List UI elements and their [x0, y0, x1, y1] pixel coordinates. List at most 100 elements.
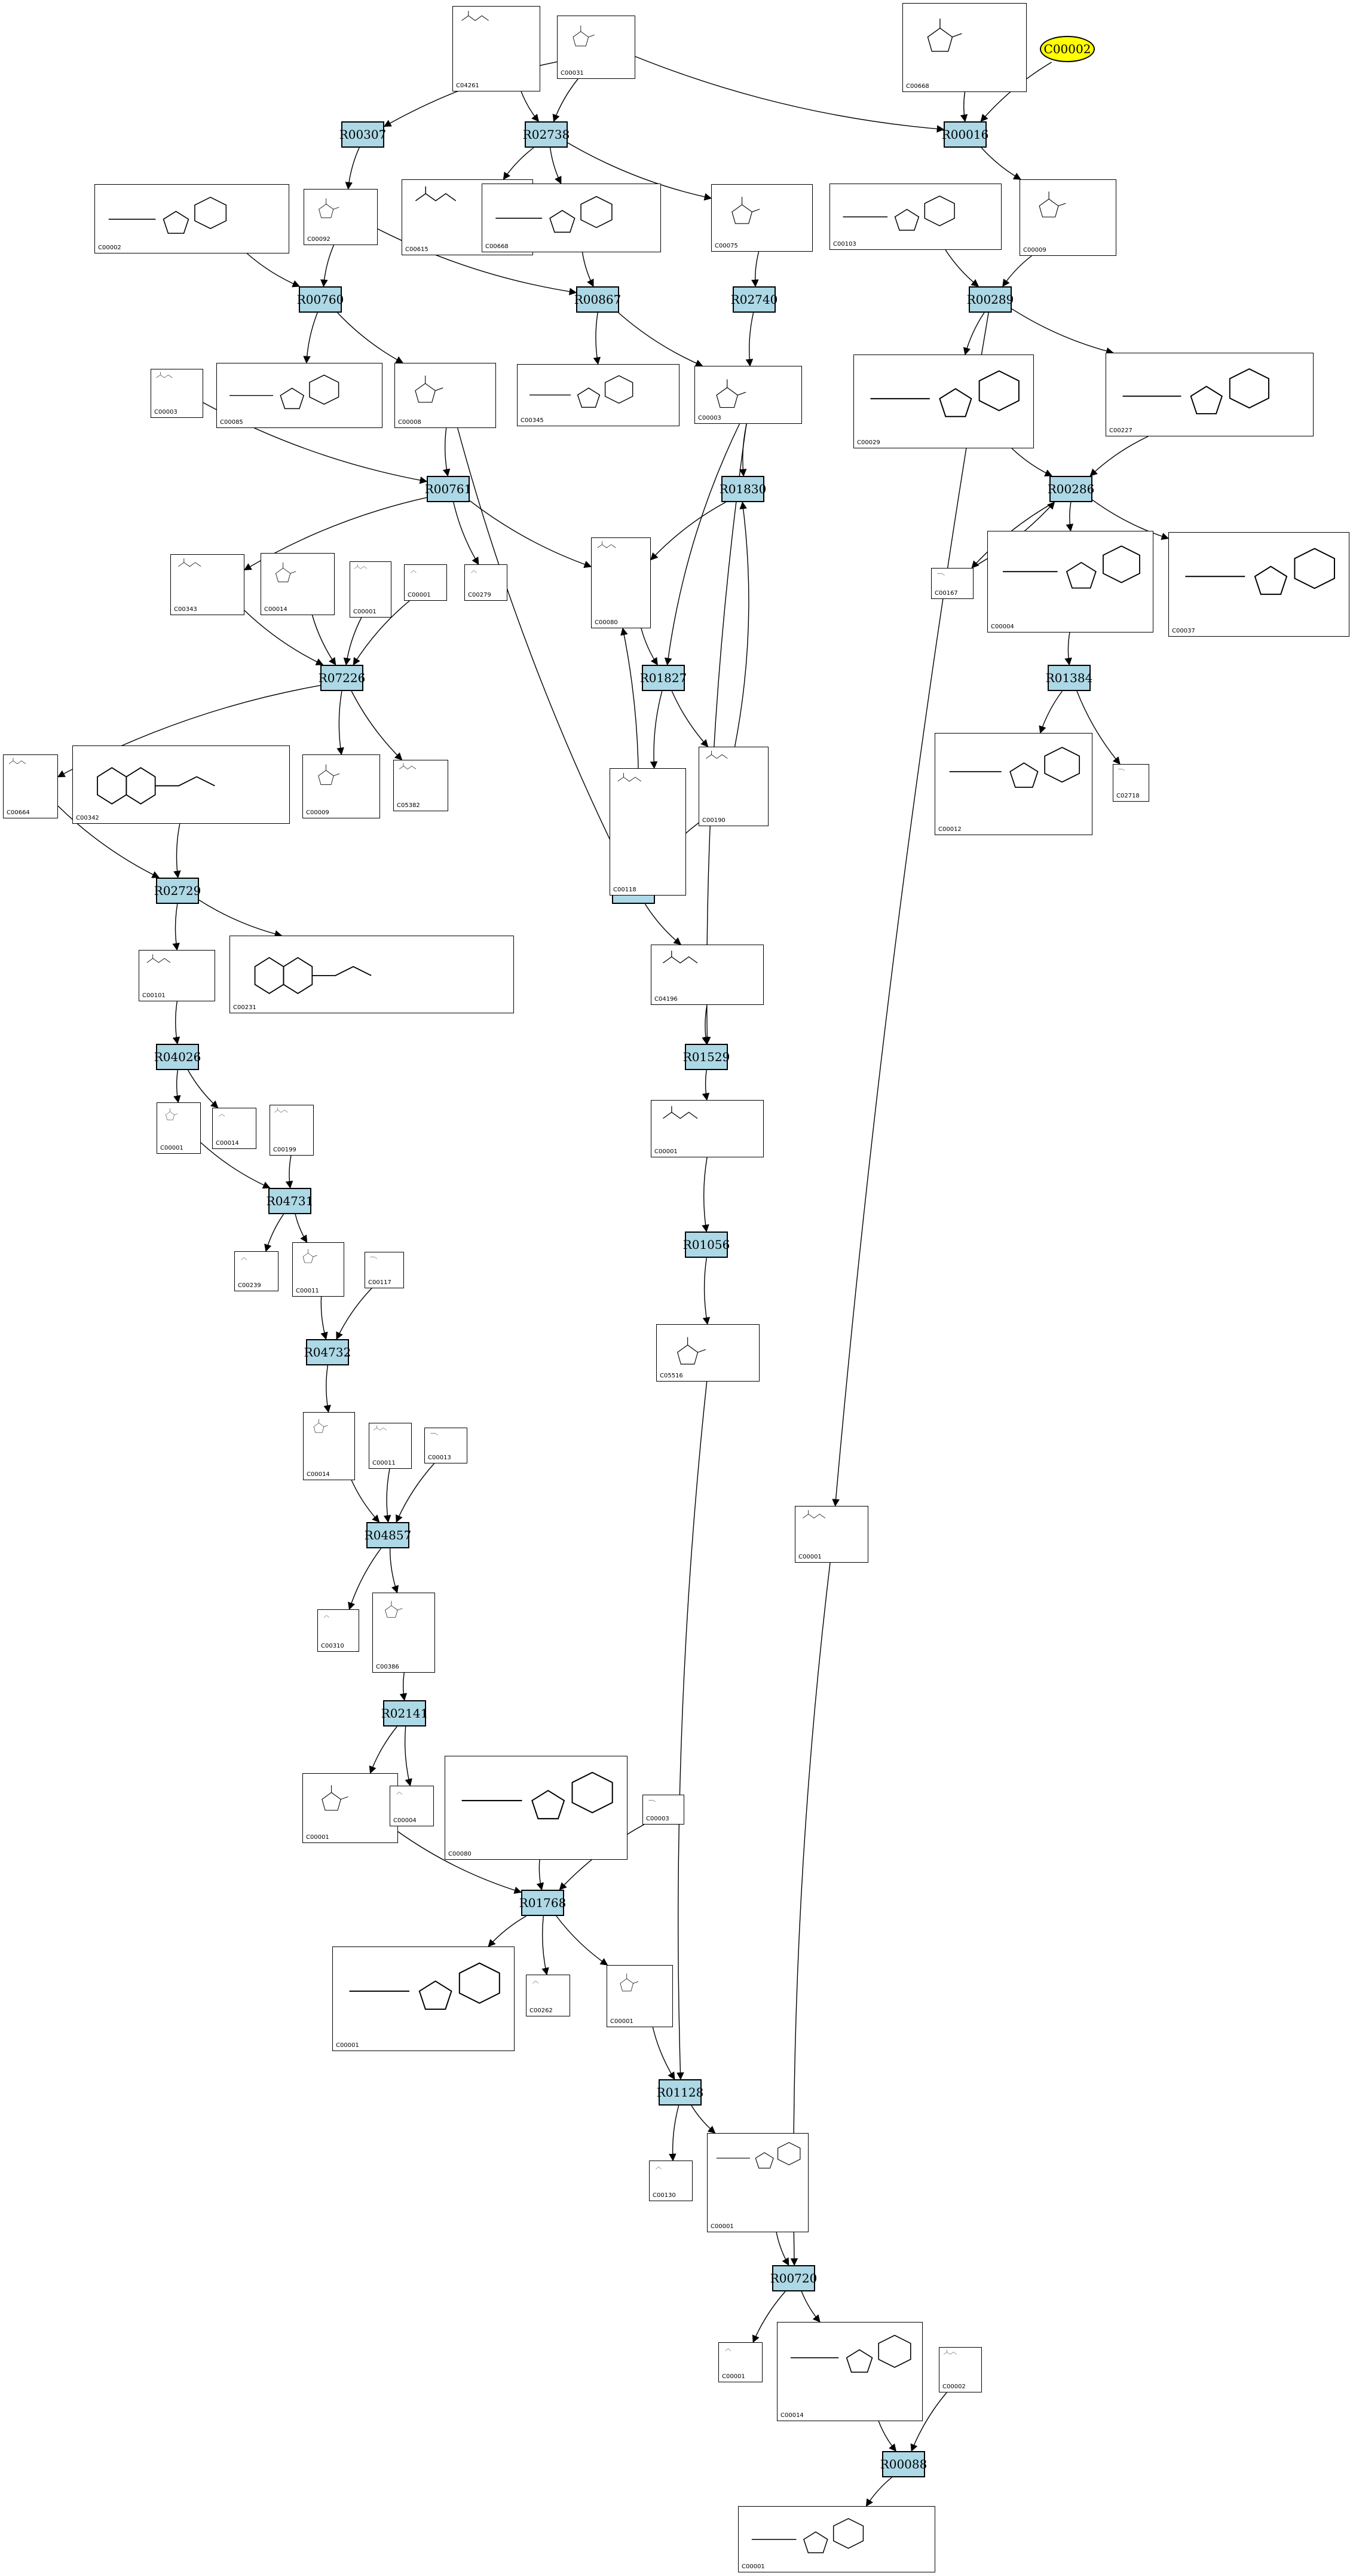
reaction-node[interactable]: R01830	[720, 476, 766, 502]
edge-arrow	[960, 91, 968, 123]
compound-node[interactable]: C00262	[526, 1975, 570, 2016]
edge-arrow	[320, 1296, 328, 1340]
structure-drawing	[620, 1973, 639, 1991]
reaction-node[interactable]: R07226	[319, 665, 365, 691]
compound-node[interactable]: C00103	[829, 184, 1002, 250]
compound-node[interactable]: C04196	[651, 945, 764, 1005]
compound-node[interactable]: C00130	[649, 2161, 693, 2201]
reaction-node[interactable]: R00016	[942, 121, 988, 148]
compound-node[interactable]: C00003	[694, 366, 802, 424]
reaction-node[interactable]: R02729	[154, 878, 201, 904]
reaction-node[interactable]: R04731	[267, 1188, 313, 1214]
reaction-node[interactable]: R00088	[880, 2451, 927, 2477]
compound-node[interactable]: C00014	[261, 553, 335, 615]
compound-node[interactable]: C00001	[404, 564, 447, 601]
compound-node[interactable]: C00001	[707, 2133, 809, 2232]
compound-node[interactable]: C04261	[452, 6, 540, 91]
compound-node[interactable]: C00001	[738, 2506, 935, 2572]
compound-node[interactable]: C00001	[157, 1102, 201, 1154]
reaction-node[interactable]: R00867	[574, 286, 621, 313]
compound-node[interactable]: C00014	[777, 2322, 923, 2421]
start-compound-node[interactable]: C00002	[1040, 36, 1095, 62]
compound-node[interactable]: C00310	[317, 1609, 359, 1652]
compound-node[interactable]: C00001	[332, 1946, 515, 2051]
reaction-node[interactable]: R04732	[304, 1339, 351, 1365]
reaction-node[interactable]: R00289	[967, 286, 1014, 313]
compound-node[interactable]: C00012	[935, 733, 1092, 835]
compound-node[interactable]: C05382	[393, 760, 448, 811]
reaction-node[interactable]: R00286	[1048, 476, 1094, 502]
compound-node[interactable]: C00004	[987, 531, 1153, 632]
compound-node[interactable]: C00037	[1168, 532, 1349, 637]
edge-arrow	[311, 615, 336, 666]
compound-node[interactable]: C00029	[853, 355, 1034, 448]
compound-node[interactable]: C00003	[642, 1795, 684, 1825]
compound-node[interactable]: C00001	[651, 1100, 764, 1157]
compound-node[interactable]: C00092	[304, 189, 378, 245]
compound-node[interactable]: C00001	[350, 561, 391, 618]
compound-node[interactable]: C00239	[234, 1251, 278, 1291]
compound-node[interactable]: C00199	[270, 1105, 314, 1156]
compound-node[interactable]: C02718	[1113, 764, 1149, 802]
reaction-node[interactable]: R04857	[365, 1522, 411, 1548]
compound-node[interactable]: C00343	[170, 554, 244, 615]
compound-node[interactable]: C00342	[72, 745, 290, 824]
compound-node[interactable]: C00002	[94, 184, 289, 253]
compound-id-label: C00190	[702, 817, 726, 824]
compound-node[interactable]: C00011	[292, 1242, 344, 1297]
reaction-node[interactable]: R01384	[1046, 665, 1092, 691]
reaction-node[interactable]: R01056	[683, 1232, 730, 1258]
structure-drawing	[97, 767, 215, 805]
compound-node[interactable]: C00003	[151, 369, 203, 418]
reaction-node[interactable]: R00307	[339, 121, 386, 148]
edge-arrow	[351, 1480, 380, 1523]
reaction-node[interactable]: R00760	[297, 286, 344, 313]
reaction-node[interactable]: R01128	[657, 2079, 703, 2106]
compound-node[interactable]: C00118	[610, 768, 686, 896]
compound-node[interactable]: C00001	[795, 1506, 868, 1563]
compound-node[interactable]: C00009	[302, 754, 380, 818]
compound-node[interactable]: C00190	[699, 747, 769, 826]
compound-node[interactable]: C00668	[482, 184, 661, 252]
compound-node[interactable]: C00080	[591, 537, 651, 628]
reaction-node[interactable]: R01768	[519, 1890, 566, 1916]
compound-node[interactable]: C00227	[1106, 353, 1314, 436]
reaction-node[interactable]: R02740	[731, 286, 777, 313]
compound-node[interactable]: C00101	[139, 950, 215, 1001]
compound-node[interactable]: C00117	[365, 1252, 404, 1288]
compound-node[interactable]: C00167	[931, 568, 974, 599]
compound-node[interactable]: C00668	[902, 3, 1027, 92]
compound-node[interactable]: C00085	[216, 363, 382, 428]
reaction-node[interactable]: R01827	[640, 665, 687, 691]
compound-node[interactable]: C00014	[212, 1108, 256, 1149]
reaction-node[interactable]: R02141	[381, 1700, 428, 1726]
reaction-node[interactable]: R02738	[523, 121, 570, 148]
edge-arrow	[650, 502, 726, 561]
compound-node[interactable]: C00011	[369, 1423, 412, 1469]
compound-node[interactable]: C00386	[372, 1593, 435, 1673]
compound-node[interactable]: C00001	[302, 1773, 398, 1843]
compound-node[interactable]: C00001	[607, 1965, 673, 2027]
reaction-node[interactable]: R04026	[154, 1044, 201, 1070]
compound-id-label: C00130	[653, 2192, 676, 2199]
compound-node[interactable]: C00009	[1020, 179, 1116, 256]
compound-node[interactable]: C00231	[229, 936, 514, 1013]
compound-node[interactable]: C00031	[557, 16, 635, 79]
compound-node[interactable]: C00075	[711, 184, 813, 252]
compound-node[interactable]: C00013	[424, 1428, 467, 1463]
reaction-node[interactable]: R01529	[683, 1044, 730, 1070]
compound-node[interactable]: C05516	[656, 1324, 760, 1382]
reaction-node[interactable]: R00761	[425, 476, 472, 502]
compound-node[interactable]: C00279	[464, 564, 507, 601]
compound-node[interactable]: C00001	[718, 2342, 763, 2382]
compound-node[interactable]: C00004	[390, 1786, 434, 1826]
compound-node[interactable]: C00002	[939, 2347, 982, 2392]
compound-node[interactable]: C00664	[3, 754, 58, 818]
compound-node[interactable]: C00080	[445, 1756, 627, 1860]
compound-node[interactable]: C00345	[517, 364, 679, 426]
compound-node[interactable]: C00008	[394, 363, 496, 428]
compound-id-label: C00011	[296, 1288, 319, 1294]
edge-arrow	[246, 253, 301, 288]
compound-node[interactable]: C00014	[303, 1412, 355, 1480]
reaction-node[interactable]: R00720	[770, 2265, 817, 2291]
